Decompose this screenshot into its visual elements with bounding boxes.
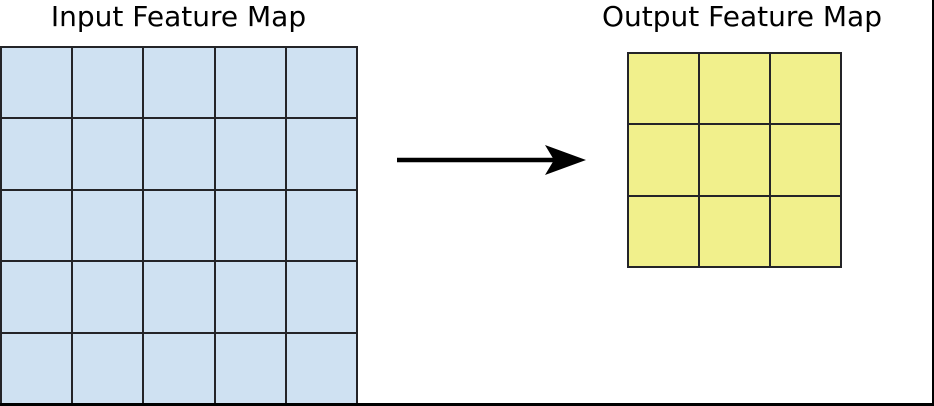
grid-cell	[286, 48, 356, 118]
grid-cell	[73, 262, 143, 332]
grid-cell	[215, 119, 285, 189]
output-feature-map-grid	[627, 52, 842, 268]
grid-cell	[286, 262, 356, 332]
grid-cell	[771, 125, 840, 195]
grid-cell	[73, 119, 143, 189]
grid-cell	[73, 48, 143, 118]
grid-cell	[215, 262, 285, 332]
grid-cell	[144, 190, 214, 261]
grid-cell	[286, 333, 356, 403]
grid-cell	[629, 54, 698, 124]
grid-cell	[144, 262, 214, 332]
grid-cell	[771, 54, 840, 124]
grid-cell	[629, 196, 698, 266]
grid-cell	[144, 333, 214, 403]
grid-cell	[215, 190, 285, 261]
input-feature-map-grid	[0, 46, 358, 405]
grid-cell	[215, 333, 285, 403]
grid-cell	[215, 48, 285, 118]
grid-cell	[2, 119, 72, 189]
grid-cell	[700, 125, 769, 195]
grid-cell	[700, 196, 769, 266]
grid-cell	[771, 196, 840, 266]
input-feature-map-title: Input Feature Map	[50, 0, 307, 33]
canvas-right-border	[932, 0, 934, 406]
grid-cell	[629, 125, 698, 195]
grid-cell	[2, 48, 72, 118]
grid-cell	[2, 190, 72, 261]
grid-cell	[700, 54, 769, 124]
arrow-right-icon	[397, 145, 586, 175]
grid-cell	[2, 333, 72, 403]
grid-cell	[144, 119, 214, 189]
grid-cell	[73, 333, 143, 403]
grid-cell	[286, 190, 356, 261]
grid-cell	[144, 48, 214, 118]
canvas-bottom-border	[0, 403, 934, 406]
output-feature-map-title: Output Feature Map	[602, 0, 882, 33]
grid-cell	[2, 262, 72, 332]
grid-cell	[73, 190, 143, 261]
grid-cell	[286, 119, 356, 189]
